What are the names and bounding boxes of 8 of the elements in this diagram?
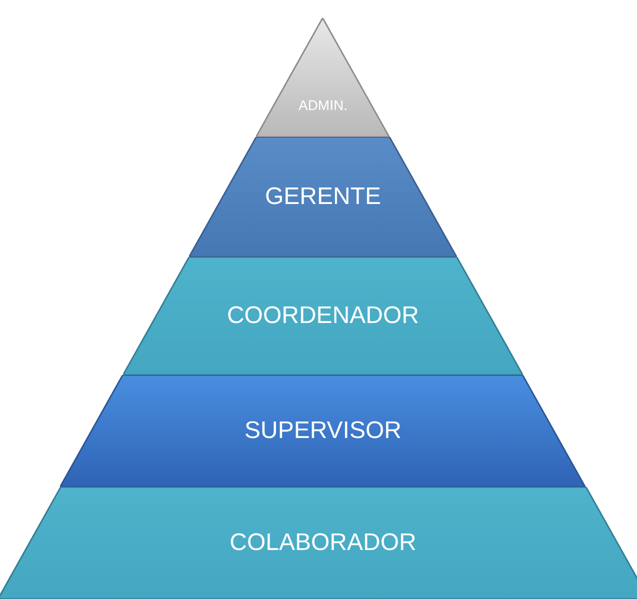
tier-label: COLABORADOR (230, 528, 416, 557)
pyramid-tier (0, 487, 637, 599)
tier-label: SUPERVISOR (244, 416, 402, 445)
pyramid-tier (123, 257, 523, 375)
tier-label: GERENTE (264, 182, 381, 211)
tier-label: COORDENADOR (226, 302, 419, 330)
pyramid-tier (60, 375, 586, 487)
tier-label: ADMIN. (298, 97, 348, 113)
